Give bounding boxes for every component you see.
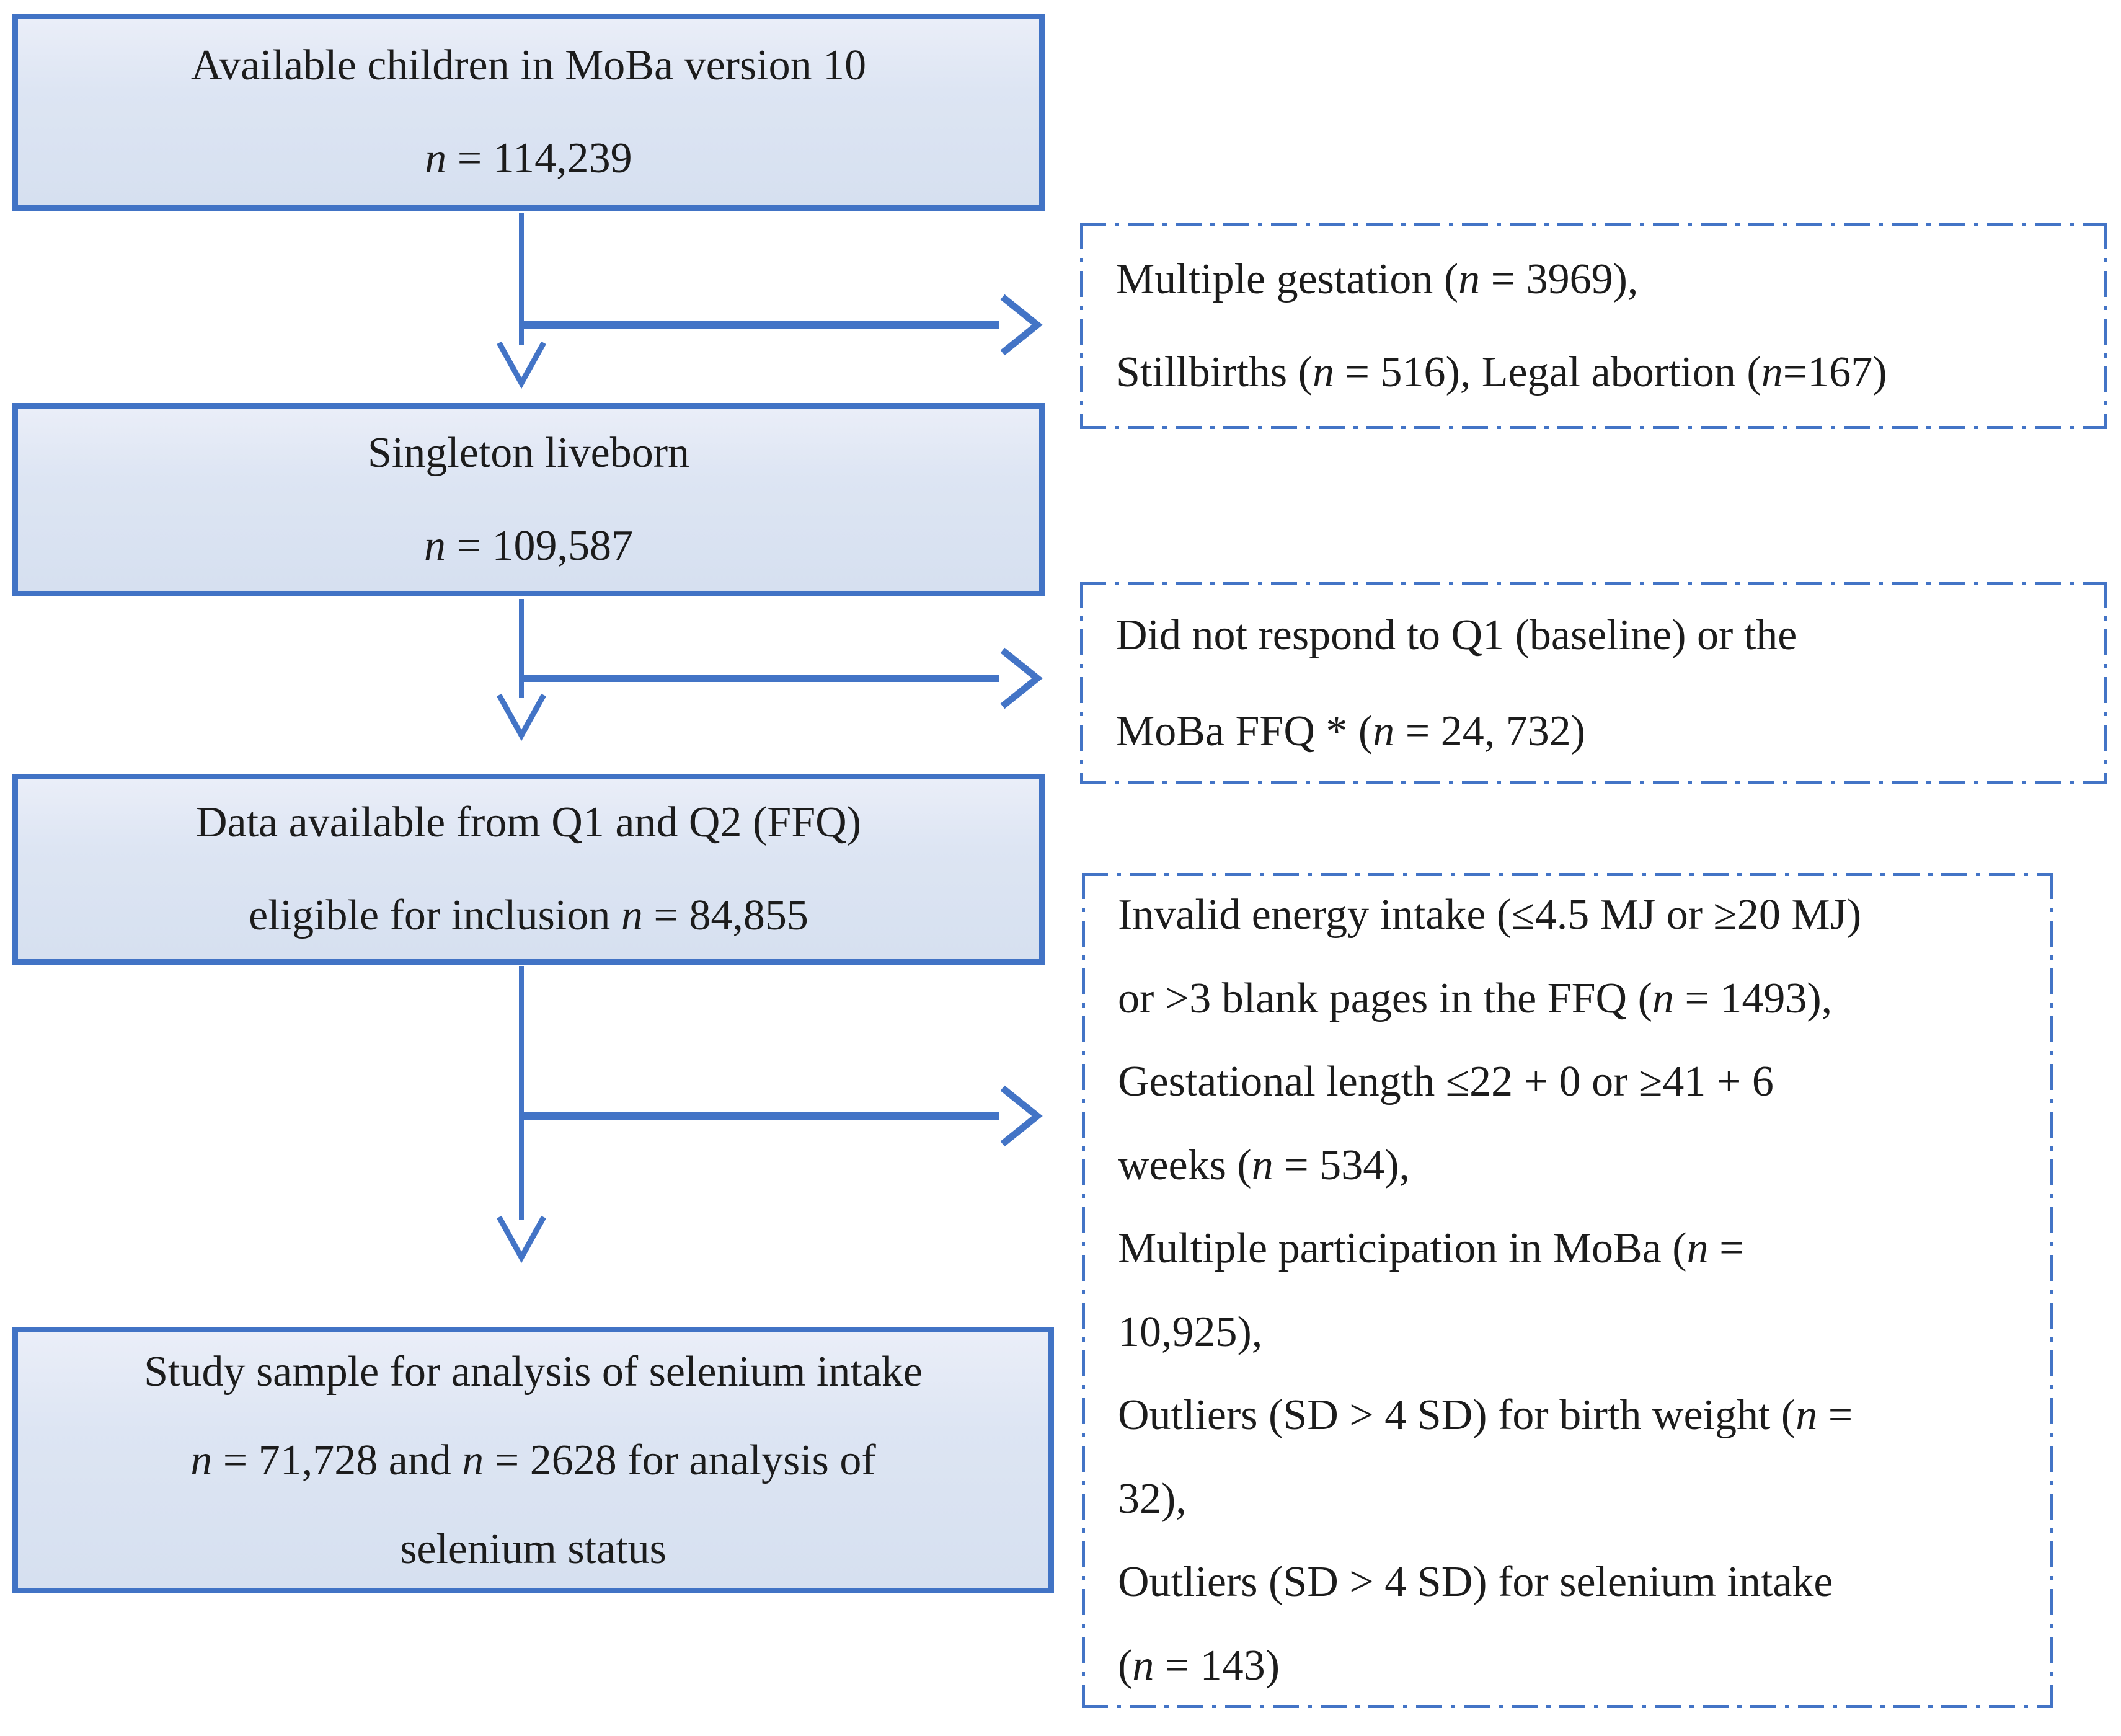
text-line: or >3 blank pages in the FFQ (n = 1493), [1118,974,1833,1022]
text-line: Did not respond to Q1 (baseline) or the [1116,611,1797,659]
box-study-sample: Study sample for analysis of selenium in… [12,1327,1054,1593]
text-line: Data available from Q1 and Q2 (FFQ) [195,799,862,846]
arrowhead-down-icon [497,693,546,742]
text-line: Gestational length ≤22 + 0 or ≥41 + 6 [1118,1058,1774,1105]
arrowhead-right-icon [1000,647,1043,709]
text-line: Invalid energy intake (≤4.5 MJ or ≥20 MJ… [1118,891,1862,939]
arrowhead-down-icon [497,341,546,389]
arrow-junction-3 [497,966,1043,1264]
text-line: Outliers (SD > 4 SD) for birth weight (n… [1118,1391,1853,1439]
text-line: Multiple gestation (n = 3969), [1116,255,1639,303]
text-line: n = 71,728 and n = 2628 for analysis of [190,1436,876,1484]
box-available-children: Available children in MoBa version 10 n … [12,14,1045,211]
text-line: 32), [1118,1474,1187,1523]
text-line: eligible for inclusion n = 84,855 [249,892,808,939]
text-line: n = 114,239 [425,135,632,182]
text-line: Study sample for analysis of selenium in… [144,1347,923,1396]
text-line: (n = 143) [1118,1641,1280,1690]
text-line: selenium status [400,1525,666,1573]
text-line: weeks (n = 534), [1118,1141,1410,1189]
text-line: Available children in MoBa version 10 [190,42,867,89]
text-line: MoBa FFQ * (n = 24, 732) [1116,707,1586,755]
text-line: 10,925), [1118,1308,1263,1356]
text-line: Outliers (SD > 4 SD) for selenium intake [1118,1558,1833,1606]
arrowhead-right-icon [1000,1085,1043,1147]
text-line: Singleton liveborn [367,429,690,477]
arrowhead-right-icon [1000,294,1043,356]
text-line: Stillbirths (n = 516), Legal abortion (n… [1116,348,1887,396]
box-eligible-for-inclusion: Data available from Q1 and Q2 (FFQ) elig… [12,774,1045,965]
box-singleton-liveborn: Singleton liveborn n = 109,587 [12,403,1045,596]
text-line: Multiple participation in MoBa (n = [1118,1224,1744,1272]
box-exclusion-invalid-data: Invalid energy intake (≤4.5 MJ or ≥20 MJ… [1082,873,2053,1708]
box-exclusion-multiple-gestation: Multiple gestation (n = 3969), Stillbirt… [1080,223,2107,429]
box-exclusion-no-response: Did not respond to Q1 (baseline) or the … [1080,582,2107,784]
arrow-junction-2 [497,599,1043,742]
text-line: n = 109,587 [424,522,633,570]
arrowhead-down-icon [497,1215,546,1264]
arrow-junction-1 [497,213,1043,389]
